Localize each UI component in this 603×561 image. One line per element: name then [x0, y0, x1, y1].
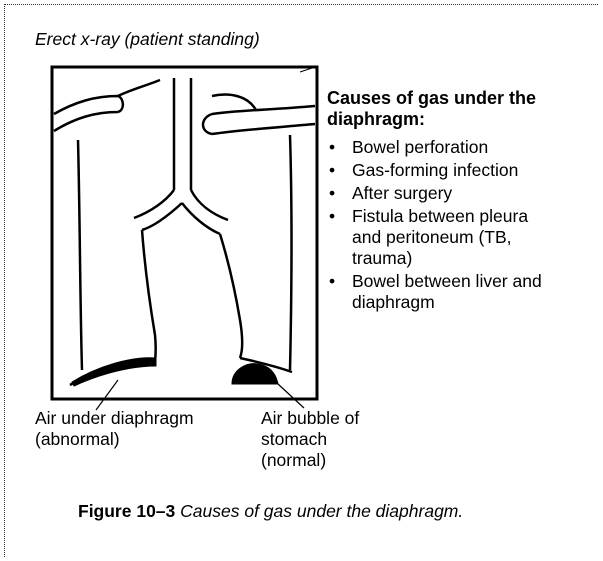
- left-bronchus: [134, 190, 182, 230]
- figure-caption: Figure 10–3 Causes of gas under the diap…: [78, 501, 463, 522]
- label-line: (normal): [261, 450, 359, 471]
- figure-text: Causes of gas under the diaphragm.: [175, 501, 463, 521]
- right-label-pointer: [278, 384, 304, 408]
- label-line: (abnormal): [35, 429, 194, 450]
- trachea: [174, 78, 191, 190]
- list-item: • Gas-forming infection: [327, 160, 542, 181]
- list-item: • Fistula between pleura and peritoneum …: [327, 206, 542, 269]
- causes-list: • Bowel perforation • Gas-forming infectio…: [327, 137, 542, 315]
- bullet-icon: •: [329, 271, 335, 292]
- list-item: • Bowel perforation: [327, 137, 542, 158]
- bullet-icon: •: [329, 206, 335, 227]
- bullet-icon: •: [329, 183, 335, 204]
- causes-heading: Causes of gas under the diaphragm:: [327, 88, 536, 130]
- list-item-text: diaphragm: [352, 292, 542, 313]
- list-item-text: Bowel between liver and: [352, 271, 542, 292]
- label-line: Air bubble of: [261, 408, 359, 429]
- left-label-pointer: [96, 380, 118, 410]
- air-under-diaphragm-shading: [72, 358, 156, 386]
- list-item-text: and peritoneum (TB,: [352, 227, 542, 248]
- xray-border: [52, 67, 317, 399]
- bullet-icon: •: [329, 160, 335, 181]
- label-line: stomach: [261, 429, 359, 450]
- bullet-icon: •: [329, 137, 335, 158]
- list-item-text: Bowel perforation: [352, 137, 542, 158]
- list-item: • After surgery: [327, 183, 542, 204]
- list-item-text: After surgery: [352, 183, 542, 204]
- label-air-under-diaphragm: Air under diaphragm (abnormal): [35, 408, 194, 450]
- causes-heading-line2: diaphragm:: [327, 109, 536, 130]
- right-lung-outline: [212, 95, 292, 370]
- right-bronchus: [182, 190, 228, 234]
- right-clavicle: [203, 106, 315, 134]
- list-item: • Bowel between liver and diaphragm: [327, 271, 542, 313]
- left-clavicle: [54, 96, 123, 131]
- left-lung-outline: [78, 80, 160, 370]
- causes-heading-line1: Causes of gas under the: [327, 88, 536, 109]
- label-stomach-air-bubble: Air bubble of stomach (normal): [261, 408, 359, 471]
- list-item-text: trauma): [352, 248, 542, 269]
- mediastinum-left: [142, 230, 156, 362]
- heart-right-border: [220, 234, 242, 358]
- label-line: Air under diaphragm: [35, 408, 194, 429]
- list-item-text: Gas-forming infection: [352, 160, 542, 181]
- list-item-text: Fistula between pleura: [352, 206, 542, 227]
- figure-number: Figure 10–3: [78, 501, 175, 521]
